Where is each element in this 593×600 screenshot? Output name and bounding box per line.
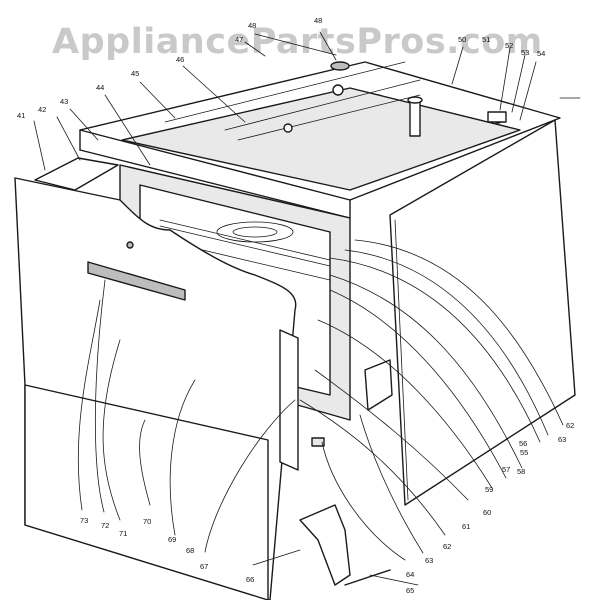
hinge-brackets — [299, 359, 393, 586]
callout-66: 66 — [246, 575, 254, 584]
callout-61: 61 — [462, 522, 470, 531]
callout-72: 72 — [101, 521, 109, 530]
watermark: AppliancePartsPros.com — [52, 22, 543, 62]
callout-64: 64 — [406, 570, 414, 579]
callout-47: 47 — [235, 35, 243, 44]
callout-68: 68 — [186, 546, 194, 555]
callout-65: 65 — [406, 586, 414, 595]
callout-60: 60 — [483, 508, 491, 517]
callout-56: 56 — [519, 439, 527, 448]
callout-41: 41 — [17, 111, 25, 120]
callout-46: 46 — [176, 55, 184, 64]
callout-67: 67 — [200, 562, 208, 571]
callout-labels: 41 42 43 44 45 46 47 48 48 50 51 52 53 5… — [17, 16, 574, 595]
tub-top-frame — [79, 61, 561, 219]
callout-43: 43 — [60, 97, 68, 106]
callout-53: 53 — [521, 48, 529, 57]
callout-52: 52 — [505, 41, 513, 50]
callout-44: 44 — [96, 83, 104, 92]
left-side-panel — [34, 157, 119, 191]
callout-73: 73 — [80, 516, 88, 525]
callout-62: 62 — [443, 542, 451, 551]
callout-63: 63 — [425, 556, 433, 565]
callout-48-left: 48 — [248, 21, 256, 30]
callout-45: 45 — [131, 69, 139, 78]
callout-58: 58 — [517, 467, 525, 476]
callout-62-right: 62 — [566, 421, 574, 430]
callout-55: 55 — [520, 448, 528, 457]
callout-51: 51 — [482, 35, 490, 44]
inner-door-liner — [279, 329, 325, 471]
callout-48-right: 48 — [314, 16, 322, 25]
leader-lines — [33, 31, 581, 586]
callout-69: 69 — [168, 535, 176, 544]
callout-50: 50 — [458, 35, 466, 44]
callout-57: 57 — [502, 465, 510, 474]
callout-59: 59 — [485, 485, 493, 494]
callout-42: 42 — [38, 105, 46, 114]
callout-54: 54 — [537, 49, 545, 58]
right-side-panel — [389, 119, 576, 506]
callout-71: 71 — [119, 529, 127, 538]
callout-63-right: 63 — [558, 435, 566, 444]
callout-70: 70 — [143, 517, 151, 526]
